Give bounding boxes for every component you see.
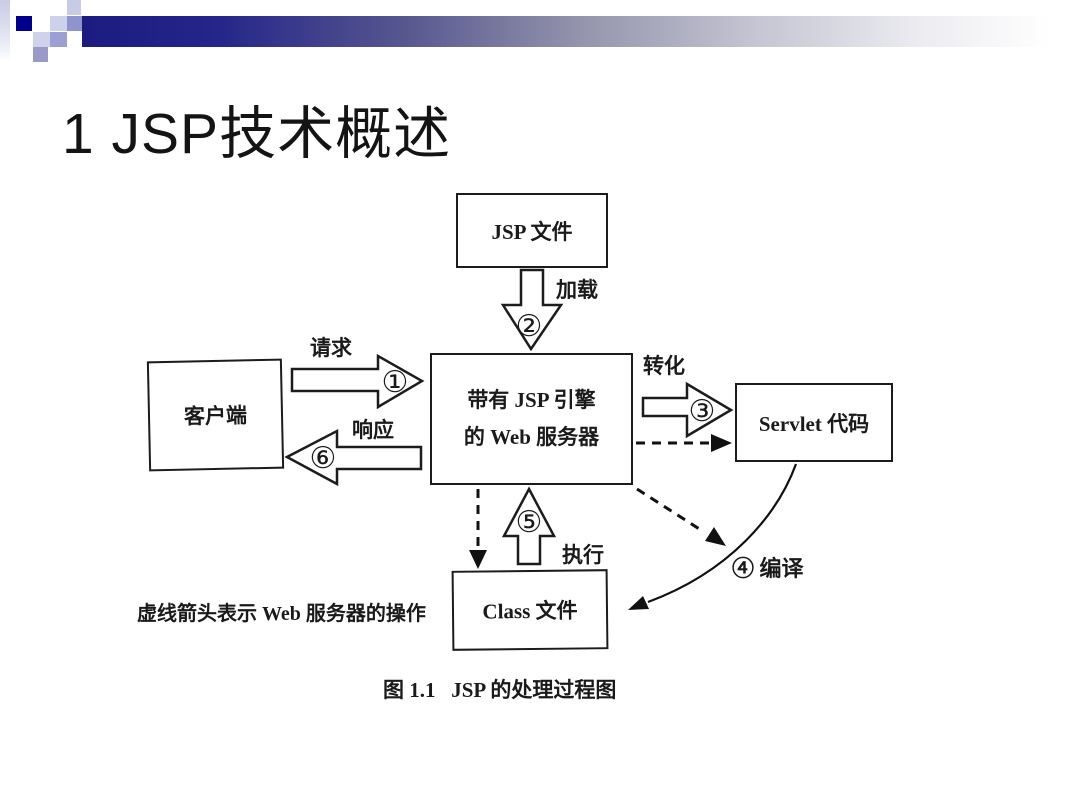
box-client: 客户端 [146,358,285,472]
box-class-file: Class 文件 [451,569,609,651]
dashed-arrow-server-to-class-head [469,550,487,569]
label-response: 响应 [352,418,394,442]
deco-square-medium [67,16,82,31]
curved-arrow-compile-head [628,596,649,610]
deco-square-medium-2 [50,32,67,47]
block-arrow-response-left [284,428,423,487]
step-badge-5: ⑤ [516,505,543,540]
header-left-strip [0,0,10,62]
block-arrow-execute-up [501,486,557,566]
dashed-arrow-server-to-compile [636,487,705,534]
block-arrow-request-right [290,353,425,410]
label-compile-step4: ④ 编译 [732,556,804,581]
header-gradient-bar [82,16,1080,47]
box-web-server-line1: 带有 JSP 引擎 [467,388,596,413]
curved-arrow-compile [647,463,798,604]
dashed-arrow-note: 虚线箭头表示 Web 服务器的操作 [137,603,426,625]
box-web-server-line2: 的 Web 服务器 [463,425,600,449]
figure-caption: 图 1.1 JSP 的处理过程图 [383,678,617,702]
deco-square-light-2 [33,32,50,47]
label-load: 加载 [556,278,598,302]
step-badge-3: ③ [689,394,716,429]
deco-square-light [50,16,67,31]
dashed-arrow-server-to-servlet-head [711,434,732,452]
deco-square-medium-3 [33,47,48,62]
deco-square-light-top [67,0,81,15]
label-execute: 执行 [562,543,604,567]
step-badge-1: ① [382,365,409,400]
step-badge-2: ② [516,309,543,344]
dashed-arrow-server-to-compile-head [705,527,726,546]
box-class-file-label: Class 文件 [482,598,578,624]
label-transform: 转化 [643,354,685,378]
block-arrow-load-down [500,268,564,352]
step-badge-6: ⑥ [310,441,337,476]
label-request: 请求 [310,336,352,360]
box-servlet-code-label: Servlet 代码 [758,411,870,436]
box-web-server: 带有 JSP 引擎 的 Web 服务器 [430,353,633,485]
box-jsp-file: JSP 文件 [456,193,608,268]
block-arrow-transform-right [641,381,734,439]
slide-title: 1 JSP技术概述 [62,102,452,166]
box-client-label: 客户端 [183,403,248,429]
box-servlet-code: Servlet 代码 [735,383,893,462]
box-jsp-file-label: JSP 文件 [491,219,573,244]
deco-square-navy [16,16,32,31]
